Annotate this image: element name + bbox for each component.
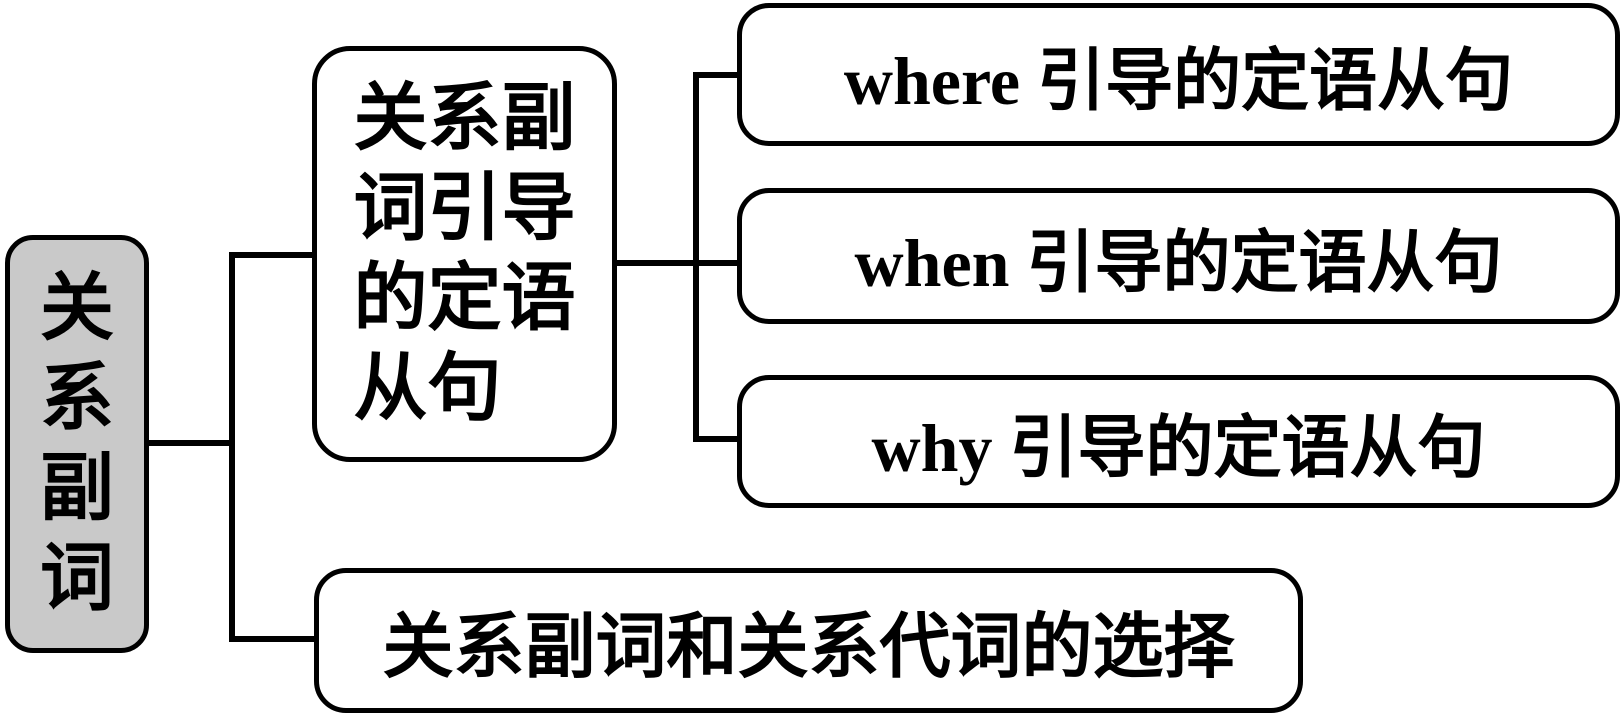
node-where-clause: where 引导的定语从句 bbox=[737, 3, 1620, 146]
connector-adverb-clauses-to-when bbox=[614, 260, 740, 266]
connector-trunk-to-why bbox=[693, 436, 740, 442]
node-why-clause: why 引导的定语从句 bbox=[737, 375, 1620, 508]
node-root-label: 关 系 副 词 bbox=[40, 268, 114, 620]
node-why-clause-label: why 引导的定语从句 bbox=[871, 410, 1486, 486]
node-when-clause-label: when 引导的定语从句 bbox=[854, 224, 1503, 301]
node-root-relative-adverb: 关 系 副 词 bbox=[5, 235, 149, 653]
node-when-clause: when 引导的定语从句 bbox=[737, 188, 1620, 324]
connector-trunk-to-choice bbox=[229, 636, 317, 642]
node-relative-adverb-clauses: 关系副 词引导 的定语 从句 bbox=[312, 46, 617, 462]
connector-trunk-to-where bbox=[693, 72, 740, 78]
trunk-level2 bbox=[693, 72, 699, 442]
node-adverb-vs-pronoun-choice: 关系副词和关系代词的选择 bbox=[314, 568, 1303, 713]
node-where-clause-label: where 引导的定语从句 bbox=[843, 43, 1514, 119]
node-adverb-vs-pronoun-choice-label: 关系副词和关系代词的选择 bbox=[382, 608, 1235, 687]
node-relative-adverb-clauses-label: 关系副 词引导 的定语 从句 bbox=[353, 78, 576, 430]
connector-root-to-trunk bbox=[146, 440, 234, 446]
connector-trunk-to-adverb-clauses bbox=[229, 252, 315, 258]
trunk-level1 bbox=[229, 252, 235, 642]
